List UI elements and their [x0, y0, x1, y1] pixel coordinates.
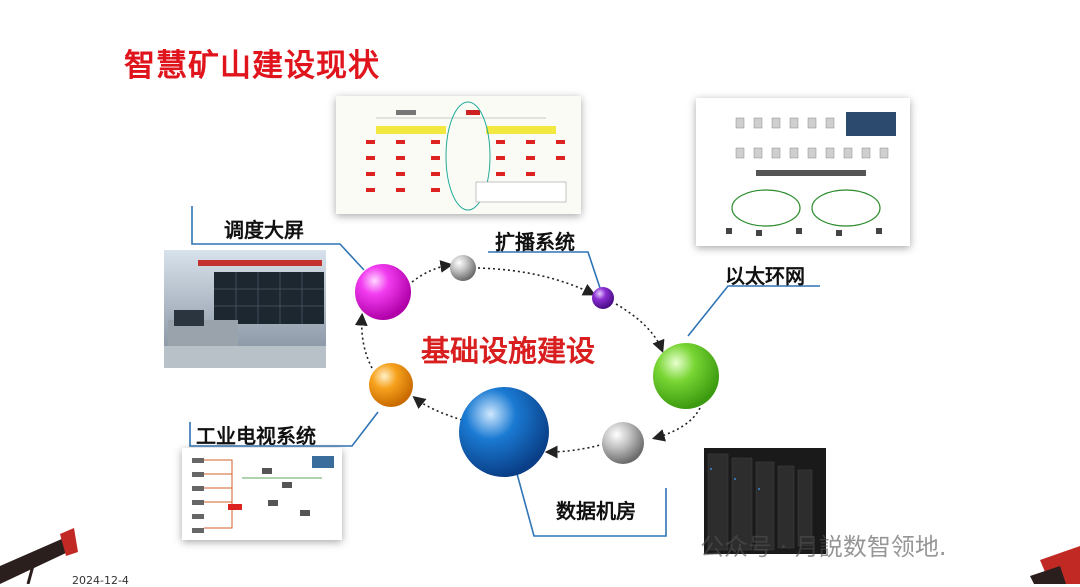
telescope-icon [0, 528, 78, 584]
corner-decoration-right [1030, 546, 1080, 584]
slide-date: 2024-12-4 [72, 574, 129, 587]
watermark: 公众号 · 月説数智领地. [700, 527, 947, 562]
